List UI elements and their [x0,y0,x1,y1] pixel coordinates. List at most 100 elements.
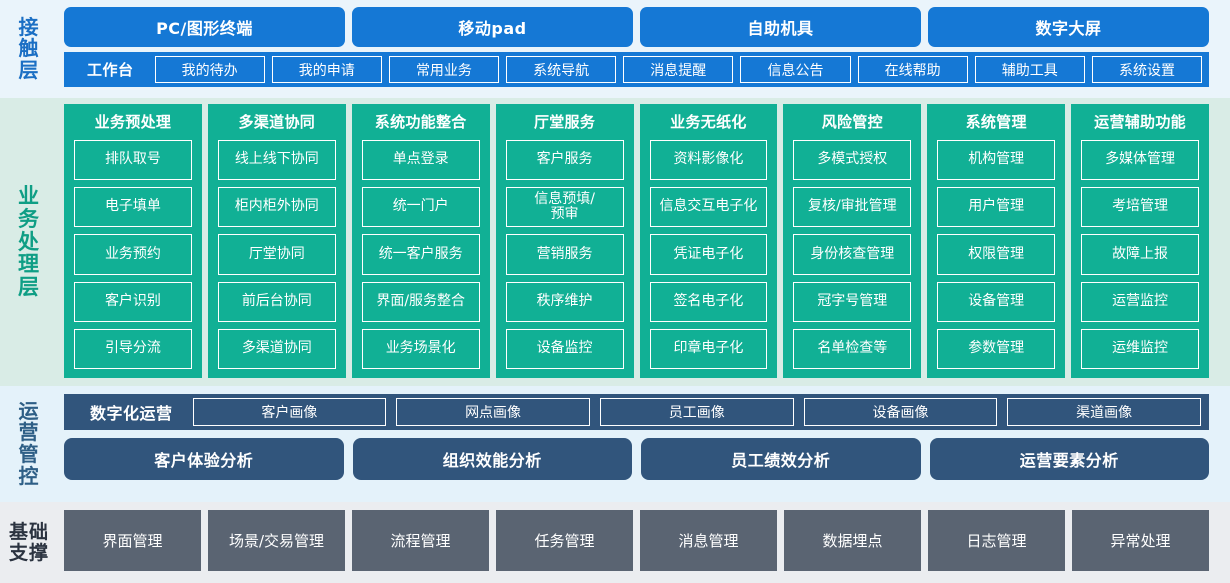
business-item[interactable]: 运维监控 [1081,328,1199,370]
analysis-organization-efficiency[interactable]: 组织效能分析 [352,438,632,480]
foundation-item-ui-management[interactable]: 界面管理 [64,510,201,571]
analysis-row: 客户体验分析 组织效能分析 员工绩效分析 运营要素分析 [64,438,1209,480]
portrait-branch[interactable]: 网点画像 [396,398,590,426]
workbench-item-common-business[interactable]: 常用业务 [388,56,500,83]
business-item[interactable]: 厅堂协同 [217,234,336,275]
layer-foundation-body: 界面管理 场景/交易管理 流程管理 任务管理 消息管理 数据埋点 日志管理 异常… [58,502,1230,583]
channel-chip-self-service[interactable]: 自助机具 [640,7,921,47]
workbench-item-my-application[interactable]: 我的申请 [271,56,382,83]
layer-contact-body: PC/图形终端 移动pad 自助机具 数字大屏 工作台 我的待办 我的申请 常用… [58,0,1230,98]
layer-contact-label: 接触层 [0,0,58,98]
foundation-item-scene-transaction-management[interactable]: 场景/交易管理 [208,510,345,571]
business-columns: 业务预处理 排队取号 电子填单 业务预约 客户识别 引导分流 多渠道协同 线上线… [64,104,1209,378]
column-title: 风险管控 [821,113,883,131]
workbench-item-announcement[interactable]: 信息公告 [740,56,851,83]
channel-chip-pc[interactable]: PC/图形终端 [64,7,345,47]
layer-operations-body: 数字化运营 客户画像 网点画像 员工画像 设备画像 渠道画像 客户体验分析 组织… [58,386,1230,502]
workbench-item-message-reminder[interactable]: 消息提醒 [623,56,734,83]
business-item[interactable]: 签名电子化 [649,281,768,322]
business-item[interactable]: 多模式授权 [793,140,912,181]
column-title: 多渠道协同 [238,113,316,131]
business-item[interactable]: 多渠道协同 [217,328,336,370]
business-item[interactable]: 单点登录 [361,140,480,181]
foundation-item-message-management[interactable]: 消息管理 [640,510,777,571]
workbench-item-system-settings[interactable]: 系统设置 [1091,56,1203,83]
business-item[interactable]: 用户管理 [937,187,1056,228]
channel-chip-mobile-pad[interactable]: 移动pad [352,7,633,47]
business-item[interactable]: 排队取号 [74,140,192,181]
workbench-item-my-todo[interactable]: 我的待办 [154,56,265,83]
column-title: 系统功能整合 [374,113,467,131]
layer-operations-label: 运营管控 [0,386,58,502]
business-item[interactable]: 业务预约 [74,234,192,275]
column-title: 厅堂服务 [533,113,596,131]
analysis-employee-performance[interactable]: 员工绩效分析 [641,438,921,480]
column-title: 业务预处理 [94,113,172,131]
analysis-customer-experience[interactable]: 客户体验分析 [64,438,344,480]
business-column-risk-control: 风险管控 多模式授权 复核/审批管理 身份核查管理 冠字号管理 名单检查等 [783,104,922,378]
channel-chip-digital-screen[interactable]: 数字大屏 [928,7,1209,47]
column-title: 系统管理 [965,113,1027,131]
column-title: 运营辅助功能 [1094,113,1186,131]
channel-row: PC/图形终端 移动pad 自助机具 数字大屏 [64,7,1209,47]
business-item[interactable]: 业务场景化 [361,328,480,370]
business-item[interactable]: 设备监控 [505,328,624,370]
business-item[interactable]: 信息交互电子化 [649,187,768,228]
column-items: 客户服务 信息预填/ 预审 营销服务 秩序维护 设备监控 [505,140,624,370]
business-item[interactable]: 电子填单 [74,187,192,228]
layer-foundation-label: 基础支撑 [0,502,58,583]
business-item[interactable]: 信息预填/ 预审 [505,187,624,228]
business-item[interactable]: 权限管理 [937,234,1056,275]
portrait-device[interactable]: 设备画像 [803,398,998,426]
column-items: 机构管理 用户管理 权限管理 设备管理 参数管理 [937,140,1056,370]
business-item[interactable]: 资料影像化 [649,140,768,181]
business-item[interactable]: 营销服务 [505,234,624,275]
business-item[interactable]: 运营监控 [1081,281,1199,322]
business-item[interactable]: 复核/审批管理 [793,187,912,228]
portrait-employee[interactable]: 员工画像 [599,398,794,426]
business-item[interactable]: 多媒体管理 [1081,140,1199,181]
business-item[interactable]: 秩序维护 [505,281,624,322]
business-item[interactable]: 柜内柜外协同 [217,187,336,228]
business-column-lobby-service: 厅堂服务 客户服务 信息预填/ 预审 营销服务 秩序维护 设备监控 [495,104,634,378]
business-item[interactable]: 界面/服务整合 [361,281,480,322]
column-items: 单点登录 统一门户 统一客户服务 界面/服务整合 业务场景化 [361,140,480,370]
business-item[interactable]: 考培管理 [1081,187,1199,228]
column-items: 线上线下协同 柜内柜外协同 厅堂协同 前后台协同 多渠道协同 [217,140,336,370]
business-item[interactable]: 印章电子化 [649,328,768,370]
business-item[interactable]: 参数管理 [937,328,1056,370]
foundation-item-process-management[interactable]: 流程管理 [352,510,489,571]
workbench-item-system-navigation[interactable]: 系统导航 [506,56,617,83]
business-item[interactable]: 统一客户服务 [361,234,480,275]
digital-operations-title: 数字化运营 [90,404,173,423]
business-item[interactable]: 统一门户 [361,187,480,228]
business-item[interactable]: 设备管理 [937,281,1056,322]
portrait-customer[interactable]: 客户画像 [192,398,387,426]
business-item[interactable]: 凭证电子化 [649,234,768,275]
business-item[interactable]: 线上线下协同 [217,140,336,181]
business-item[interactable]: 客户识别 [74,281,192,322]
business-item[interactable]: 引导分流 [74,328,192,370]
workbench-item-online-help[interactable]: 在线帮助 [857,56,968,83]
business-item[interactable]: 名单检查等 [793,328,912,370]
business-item[interactable]: 前后台协同 [217,281,336,322]
column-items: 多模式授权 复核/审批管理 身份核查管理 冠字号管理 名单检查等 [793,140,912,370]
column-items: 多媒体管理 考培管理 故障上报 运营监控 运维监控 [1081,140,1199,370]
business-item[interactable]: 身份核查管理 [793,234,912,275]
foundation-item-data-tracking[interactable]: 数据埋点 [784,510,921,571]
foundation-item-exception-handling[interactable]: 异常处理 [1072,510,1209,571]
layer-foundation: 基础支撑 界面管理 场景/交易管理 流程管理 任务管理 消息管理 数据埋点 日志… [0,502,1230,583]
column-items: 资料影像化 信息交互电子化 凭证电子化 签名电子化 印章电子化 [649,140,768,370]
analysis-operation-factors[interactable]: 运营要素分析 [929,438,1209,480]
business-item[interactable]: 机构管理 [937,140,1056,181]
layer-business-label: 业务处理层 [0,98,58,386]
portrait-channel[interactable]: 渠道画像 [1007,398,1202,426]
business-item[interactable]: 故障上报 [1081,234,1199,275]
business-item[interactable]: 冠字号管理 [793,281,912,322]
workbench-item-aux-tools[interactable]: 辅助工具 [974,56,1085,83]
foundation-item-task-management[interactable]: 任务管理 [496,510,633,571]
foundation-item-log-management[interactable]: 日志管理 [928,510,1065,571]
business-item[interactable]: 客户服务 [505,140,624,181]
foundation-row: 界面管理 场景/交易管理 流程管理 任务管理 消息管理 数据埋点 日志管理 异常… [64,510,1209,571]
